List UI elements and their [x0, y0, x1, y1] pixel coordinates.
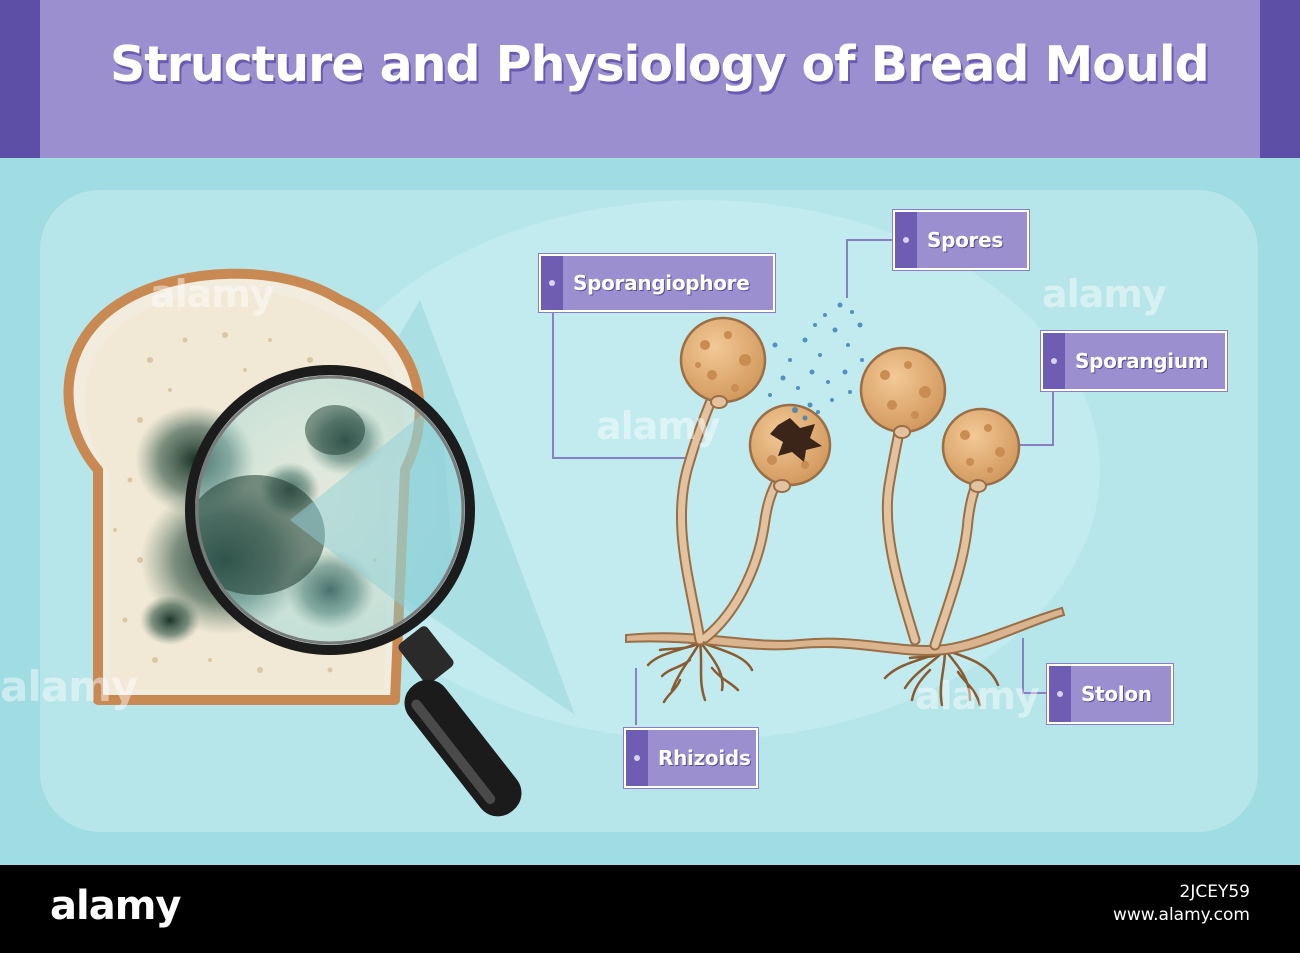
- watermark: alamy: [150, 272, 275, 316]
- label-bullet-icon: [1049, 666, 1071, 722]
- label-bullet-icon: [626, 730, 648, 786]
- label-sporangium: Sporangium: [1041, 331, 1227, 391]
- watermark: alamy: [1042, 272, 1167, 316]
- label-bullet-icon: [541, 256, 563, 310]
- watermark: alamy: [596, 404, 721, 448]
- header-edge-right: [1260, 0, 1300, 158]
- leader-lines: [552, 239, 1054, 725]
- mould-organism: [625, 302, 1066, 707]
- watermark: alamy: [915, 674, 1040, 718]
- image-url: www.alamy.com: [1112, 905, 1250, 925]
- magnifying-glass: [185, 365, 522, 817]
- label-bullet-icon: [1043, 333, 1065, 389]
- label-text: Sporangiophore: [573, 271, 750, 295]
- label-spores: Spores: [893, 210, 1029, 270]
- label-rhizoids: Rhizoids: [624, 728, 758, 788]
- label-bullet-icon: [895, 212, 917, 268]
- footer-image-info: 2JCEY59 www.alamy.com: [1113, 881, 1250, 927]
- label-sporangiophore: Sporangiophore: [539, 254, 775, 312]
- header-band: [0, 0, 1300, 158]
- label-text: Sporangium: [1075, 349, 1209, 373]
- footer-logo: alamy: [50, 883, 181, 929]
- label-text: Spores: [927, 228, 1003, 252]
- label-text: Stolon: [1081, 682, 1152, 706]
- watermark: alamy: [0, 662, 138, 711]
- label-stolon: Stolon: [1047, 664, 1173, 724]
- page-title: Structure and Physiology of Bread Mould: [110, 36, 1210, 93]
- image-id: 2JCEY59: [1179, 882, 1250, 902]
- header-edge-left: [0, 0, 40, 158]
- footer-bar: alamy 2JCEY59 www.alamy.com: [0, 865, 1300, 953]
- label-text: Rhizoids: [658, 746, 751, 770]
